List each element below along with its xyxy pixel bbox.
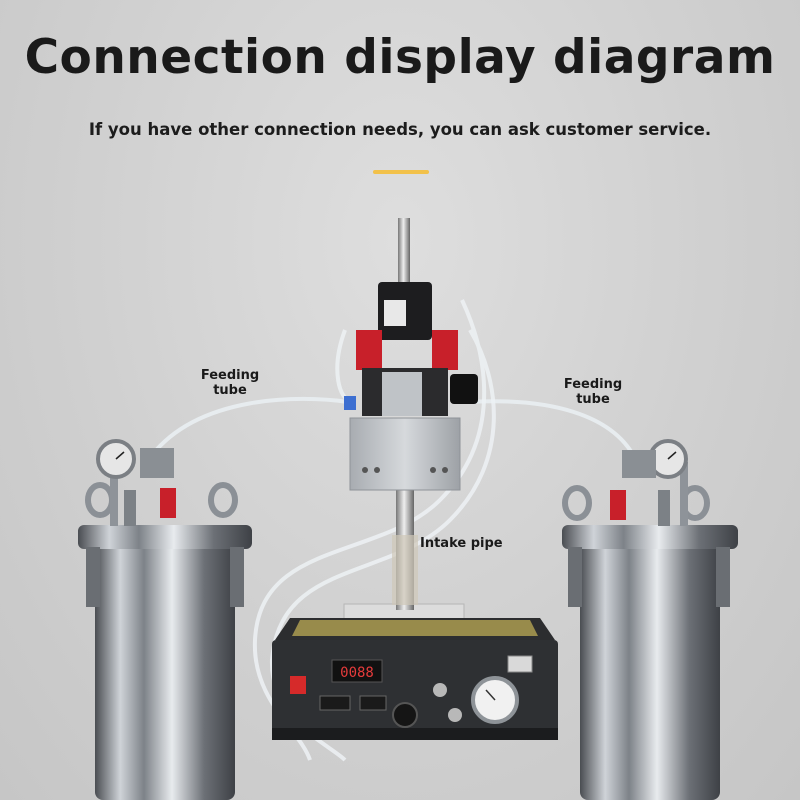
page-subtitle: If you have other connection needs, you … xyxy=(88,120,712,139)
dispensing-controller xyxy=(272,618,558,740)
feeding-tube-left-label: Feeding tube xyxy=(200,368,260,398)
intake-pipe-label: Intake pipe xyxy=(420,536,503,551)
valve-icon xyxy=(432,330,458,370)
power-switch-icon xyxy=(290,676,306,694)
dispensing-stand xyxy=(343,218,465,623)
pressure-tank-right xyxy=(562,439,738,800)
feeding-tube-right-label: Feeding tube xyxy=(563,377,623,407)
title-accent-bar xyxy=(373,170,429,174)
valve-icon xyxy=(356,330,382,370)
pressure-tank-left xyxy=(78,439,252,800)
page-title: Connection display diagram xyxy=(24,30,776,85)
controller-display: 0088 xyxy=(340,665,374,681)
feeding-tube-left xyxy=(150,396,349,457)
dispensing-valve xyxy=(344,282,478,416)
